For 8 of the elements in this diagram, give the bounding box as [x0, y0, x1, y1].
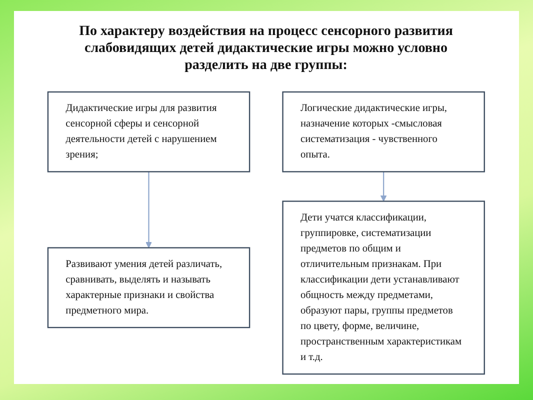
title: По характеру воздействия на процесс сенсорного развития слабовидящих детей дидактические игры можно условно разделить на две группы: — [78, 23, 454, 74]
node-box — [282, 200, 486, 375]
arrow — [380, 172, 388, 202]
node-box — [282, 91, 486, 172]
slide-panel: По характеру воздействия на процесс сенсорного развития слабовидящих детей дидактические игры можно условно разделить на две группы: Дидактические игры для развития сенсорной сферы и сенсорной деятельности детей с нарушением зрения; Логические дидактические игры, назначение которых -смысловая систематизация - чувственного опыта. Развивают умения детей различать, сравнивать, выделять и называть характерные признаки и свойства предметного мира. Дети учатся классификации, группировке, систематизации предметов по общим и отличительным признакам. При классификации дети устанавливают общность между предметами, образуют пары, группы предметов по цвету, форме, величине, пространственным характеристикам и т.д. — [14, 11, 519, 384]
node-box — [48, 91, 250, 172]
arrow — [146, 172, 152, 248]
node-box — [48, 247, 250, 328]
